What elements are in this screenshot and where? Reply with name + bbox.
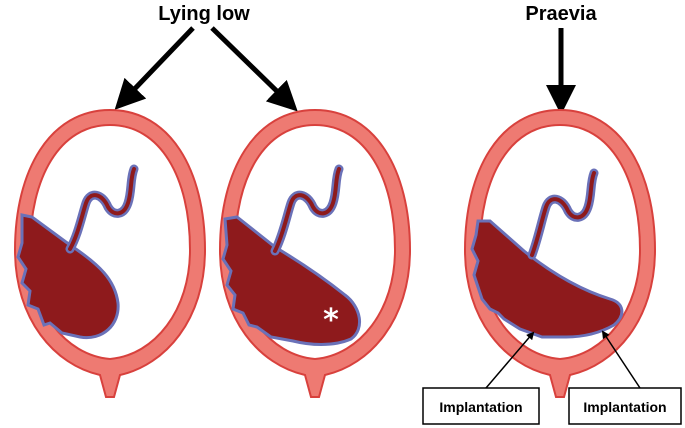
placenta-shape <box>470 219 624 339</box>
asterisk-marker: * <box>323 303 339 338</box>
implantation-label-right: Implantation <box>583 399 666 415</box>
implantation-box-right: Implantation <box>568 387 682 425</box>
implantation-pointer-right <box>601 330 641 389</box>
uterus-lying-low-1 <box>14 109 206 398</box>
lying-low-title: Lying low <box>158 3 250 25</box>
implantation-label-left: Implantation <box>439 399 522 415</box>
arrow-to-first-uterus <box>114 26 195 110</box>
placenta-shape <box>221 215 361 346</box>
uterus-lying-low-2: * <box>219 109 411 398</box>
uterus-praevia <box>464 109 656 398</box>
implantation-box-left: Implantation <box>422 387 540 425</box>
praevia-title: Praevia <box>525 3 597 25</box>
arrow-to-second-uterus <box>210 26 298 112</box>
implantation-pointer-left <box>485 331 535 389</box>
placenta-shape <box>16 213 120 340</box>
